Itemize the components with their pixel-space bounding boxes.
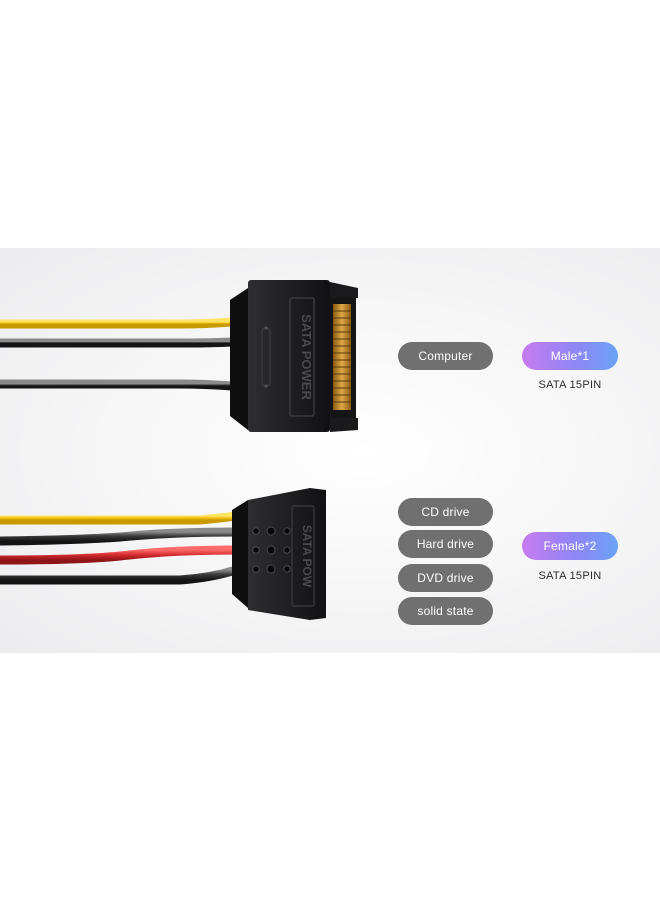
wire-black xyxy=(0,379,233,391)
gold-pins xyxy=(333,304,351,410)
dvd-drive-label: DVD drive xyxy=(398,564,493,592)
female-badge: Female*2 xyxy=(522,532,618,560)
male-spec: SATA 15PIN xyxy=(538,379,602,391)
computer-label: Computer xyxy=(398,342,493,370)
wire-black xyxy=(0,565,238,585)
wire-black xyxy=(0,527,237,546)
female-engraving: SATA POW xyxy=(300,525,314,588)
wire-black xyxy=(0,337,233,348)
male-engraving: SATA POWER xyxy=(299,314,314,400)
wire-red xyxy=(0,545,237,565)
female-connector: SATA POW xyxy=(232,488,326,620)
male-wires xyxy=(0,317,233,391)
wire-yellow xyxy=(0,317,233,329)
solid-state-label: solid state xyxy=(398,597,493,625)
female-spec: SATA 15PIN xyxy=(538,570,602,582)
cd-drive-label: CD drive xyxy=(398,498,493,526)
wire-yellow xyxy=(0,511,237,525)
male-connector: SATA POWER xyxy=(230,280,358,432)
product-scene: SATA POWER SATA POW xyxy=(0,248,660,653)
female-wires xyxy=(0,511,238,585)
sata-cable-illustration: SATA POWER SATA POW xyxy=(0,280,358,620)
male-badge: Male*1 xyxy=(522,342,618,370)
contact-holes xyxy=(252,526,291,574)
hard-drive-label: Hard drive xyxy=(398,530,493,558)
